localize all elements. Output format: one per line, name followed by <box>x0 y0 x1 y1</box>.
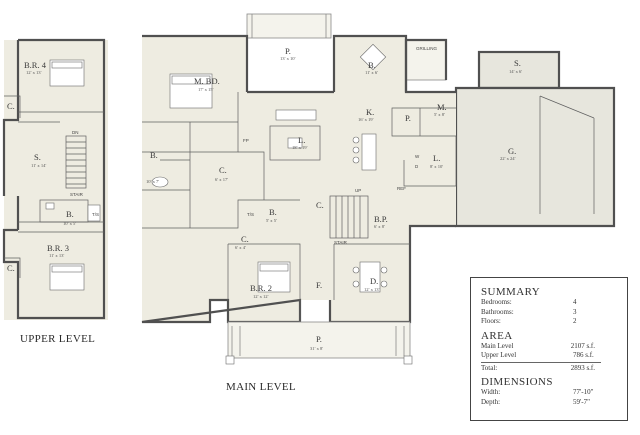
room-code-garage: G. <box>508 146 516 156</box>
stair-label-upper: STAIR <box>70 192 84 197</box>
upper-level-title: UPPER LEVEL <box>20 333 95 345</box>
room-code-br2: B.R. 2 <box>250 283 272 293</box>
room-code-living: L. <box>298 135 305 145</box>
room-size-dining: 12' x 13' <box>364 287 380 292</box>
total-value: 2893 s.f. <box>570 363 595 372</box>
room-size-living: 18' x 19' <box>292 145 308 150</box>
room-size-front-porch: 31' x 8' <box>310 346 323 351</box>
room-code-br4: B.R. 4 <box>24 60 47 70</box>
area-divider <box>481 361 601 363</box>
dryer-label: D <box>415 164 419 169</box>
total-label: Total: <box>481 363 498 372</box>
room-code-master-bedroom: M. BD. <box>194 76 220 86</box>
summary-row-bathrooms: Bathrooms: 3 <box>481 308 621 318</box>
dimension-value: 77'-10" <box>573 387 594 396</box>
dimension-row-width: Width: 77'-10" <box>481 388 621 398</box>
room-code-pantry: P. <box>405 113 411 123</box>
room-size-storage: 14' x 6' <box>509 69 522 74</box>
upper-level-room-labels: B.R. 4 12' x 13' C. S. 11' x 14' B. 10' … <box>7 60 99 345</box>
room-size-master-closet: 6' x 17' <box>215 177 228 182</box>
main-level-title: MAIN LEVEL <box>226 381 296 393</box>
room-size-mud: 5' x 8' <box>434 112 445 117</box>
fireplace-label: FP <box>243 138 249 143</box>
room-code-kitchen: K. <box>366 107 374 117</box>
dimension-value: 59'-7" <box>573 397 590 406</box>
room-code-hall-closet: C. <box>316 200 324 210</box>
room-size-master-bath: 10' x 7' <box>146 179 159 184</box>
room-code-storage: S. <box>514 58 521 68</box>
room-size-patio: 13' x 10' <box>280 56 296 61</box>
room-code-mud: M. <box>437 102 447 112</box>
room-code-master-closet: C. <box>219 165 227 175</box>
washer-label: W <box>415 154 420 159</box>
room-code-study: S. <box>34 152 41 162</box>
room-code-foyer: F. <box>316 280 322 290</box>
room-size-study: 11' x 14' <box>31 163 46 168</box>
room-size-hall-bath: 5' x 5' <box>266 218 277 223</box>
ref-label: REF <box>397 186 406 191</box>
summary-label: Bathrooms: <box>481 307 514 316</box>
area-label: Upper Level <box>481 351 517 360</box>
room-size-butler-pantry: 6' x 8' <box>374 224 385 229</box>
room-size-master-bedroom: 17' x 15' <box>198 87 214 92</box>
summary-panel: SUMMARY Bedrooms: 4 Bathrooms: 3 Floors:… <box>470 277 628 421</box>
summary-row-floors: Floors: 2 <box>481 317 621 327</box>
main-level-plan <box>141 13 616 365</box>
upper-level-plan <box>2 38 108 320</box>
room-size-br2: 12' x 12' <box>253 294 269 299</box>
room-code-butler-pantry: B.P. <box>374 214 388 224</box>
room-code-patio: P. <box>285 46 291 56</box>
summary-title: SUMMARY <box>481 286 541 298</box>
area-value: 786 s.f. <box>573 351 594 360</box>
room-code-master-bath: B. <box>150 150 158 160</box>
room-size-garage: 22' x 24' <box>500 156 516 161</box>
room-code-dining: D. <box>370 276 378 286</box>
room-code-br3: B.R. 3 <box>47 243 69 253</box>
room-code-laundry: L. <box>433 153 440 163</box>
dimension-label: Depth: <box>481 397 501 406</box>
room-size-coat-closet: 6' x 4' <box>235 245 246 250</box>
room-size-bath-upper: 10' x 5' <box>63 221 76 226</box>
room-code-coat-closet: C. <box>241 234 249 244</box>
dimension-label: Width: <box>481 387 501 396</box>
room-size-br4: 12' x 13' <box>26 70 42 75</box>
summary-value: 4 <box>573 298 577 306</box>
room-code-closet-upper-1: C. <box>7 101 15 111</box>
summary-value: 2 <box>573 317 577 326</box>
stair-label-main: STAIR <box>334 240 348 245</box>
room-code-front-porch: P. <box>316 334 322 344</box>
main-level-room-labels: P. 13' x 10' M. BD. 17' x 15' B. 11' x 6… <box>146 46 522 393</box>
room-size-br3: 11' x 13' <box>49 253 64 258</box>
grilling-label: GRILLING <box>416 46 438 51</box>
area-row-upper-level: Upper Level 786 s.f. <box>481 351 621 361</box>
room-code-hall-bath: B. <box>269 207 277 217</box>
ts-label-main: T/S <box>247 212 254 217</box>
summary-value: 3 <box>573 307 577 316</box>
ts-label-upper: T/S <box>92 212 99 217</box>
room-code-breakfast: B. <box>368 60 376 70</box>
summary-label: Floors: <box>481 317 501 326</box>
dn-label: DN <box>72 130 79 135</box>
area-row-total: Total: 2893 s.f. <box>481 364 621 373</box>
room-size-breakfast: 11' x 6' <box>365 70 378 75</box>
room-code-closet-upper-2: C. <box>7 263 15 273</box>
area-value: 2107 s.f. <box>570 341 595 350</box>
area-label: Main Level <box>481 341 514 350</box>
up-label: UP <box>355 188 361 193</box>
room-size-laundry: 8' x 10' <box>430 164 443 169</box>
area-title: AREA <box>481 329 513 342</box>
dimensions-title: DIMENSIONS <box>481 375 553 388</box>
area-row-main-level: Main Level 2107 s.f. <box>481 342 621 352</box>
dimension-row-depth: Depth: 59'-7" <box>481 398 621 408</box>
room-code-bath-upper: B. <box>66 209 74 219</box>
room-size-kitchen: 16' x 19' <box>358 117 374 122</box>
summary-row-bedrooms: Bedrooms: 4 <box>481 298 621 308</box>
summary-label: Bedrooms: <box>481 298 512 306</box>
